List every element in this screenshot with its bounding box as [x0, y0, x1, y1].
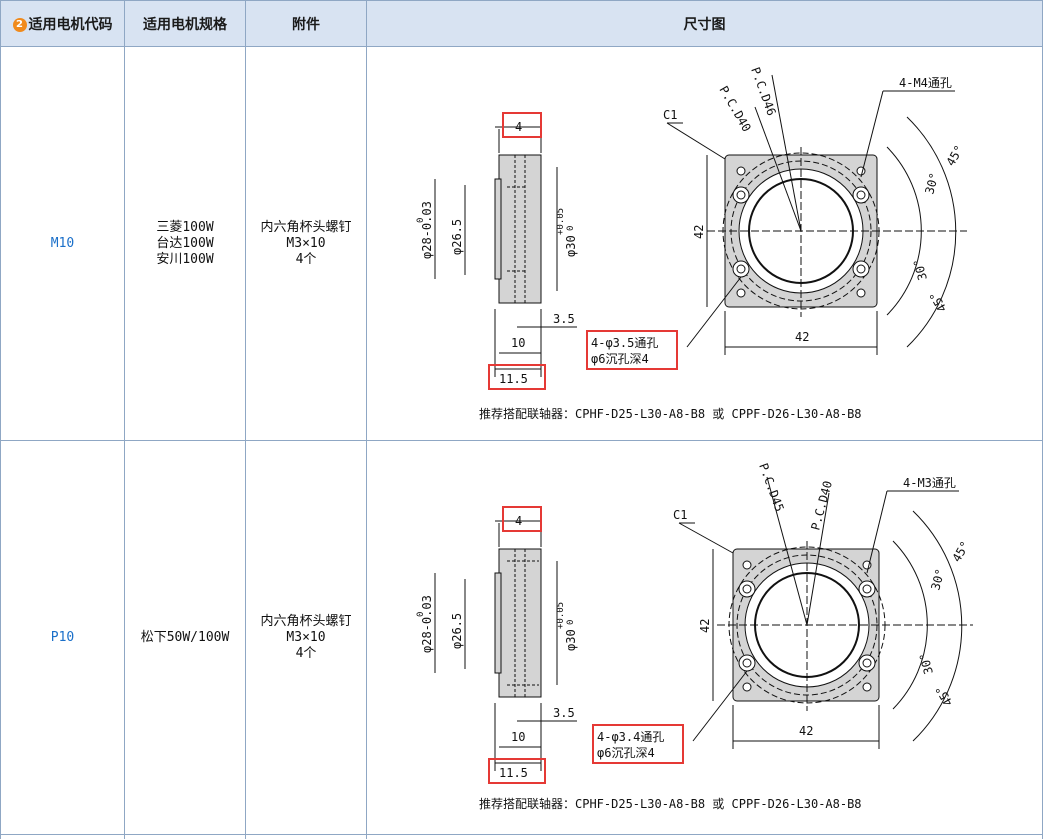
flange-boss: [494, 178, 502, 280]
dim-length: 11.5: [499, 372, 528, 386]
hole-note-2: φ6沉孔深4: [597, 746, 655, 760]
dim-10: 10: [511, 730, 525, 744]
motor-spec: 松下50W/100W: [124, 440, 246, 835]
dim-d30-tol-top: +0.05: [556, 602, 566, 629]
dim-3-5: 3.5: [553, 312, 575, 326]
highlight-length: [488, 758, 546, 784]
accessory: 内六角杯头螺钉 M3×10 4个: [245, 440, 367, 835]
header-accessory: 附件: [245, 0, 367, 47]
dim-d28: φ28-0.03: [420, 595, 434, 653]
angle-45-bot: 45°: [933, 683, 956, 709]
drawing-svg-2: 4 11.5 10 3.5 φ28-0.03 0 φ26.5 φ30 +0.05…: [416, 461, 973, 784]
dim-width: 42: [799, 724, 813, 738]
dim-d28-tol: 0: [416, 218, 426, 223]
dim-d30-tol-top: +0.05: [556, 208, 566, 235]
dim-height: 42: [698, 619, 712, 633]
dim-10: 10: [511, 336, 525, 350]
angle-45-top: 45°: [949, 539, 972, 565]
motor-spec: 三菱100W 台达100W 安川100W: [124, 46, 246, 441]
table-row: M10 三菱100W 台达100W 安川100W 内六角杯头螺钉 M3×10 4…: [0, 46, 1043, 441]
header-drawing: 尺寸图: [366, 0, 1043, 47]
highlight-hole-note: [586, 330, 678, 370]
angle-30-top: 30°: [928, 567, 947, 592]
angle-45-top: 45°: [943, 143, 966, 169]
hole-note-1: 4-φ3.5通孔: [591, 336, 658, 350]
tap-label: 4-M4通孔: [899, 76, 952, 90]
dim-d30-tol-bot: 0: [566, 620, 576, 625]
dim-d28-tol: 0: [416, 612, 426, 617]
hole-note-2: φ6沉孔深4: [591, 352, 649, 366]
dim-d30: φ30: [564, 629, 578, 651]
chamfer-label: C1: [673, 508, 687, 522]
highlight-length: [488, 364, 546, 390]
table-row-partial: [0, 834, 1043, 839]
chamfer-label: C1: [663, 108, 677, 122]
dim-width: 42: [795, 330, 809, 344]
pcd-b: P.C.D46: [748, 65, 778, 117]
dim-3-5: 3.5: [553, 706, 575, 720]
dim-d30-tol-bot: 0: [566, 226, 576, 231]
dim-d26: φ26.5: [450, 613, 464, 649]
flange-side-body: [498, 548, 542, 698]
pcd-b: P.C.D40: [808, 479, 835, 531]
accessory: 内六角杯头螺钉 M3×10 4个: [245, 46, 367, 441]
pcd-a: P.C.D40: [716, 84, 753, 135]
angle-30-bot: 30°: [917, 651, 936, 676]
angle-45-bot: 45°: [927, 289, 950, 315]
highlight-thickness: [502, 506, 542, 532]
header-spec: 适用电机规格: [124, 0, 246, 47]
flange-side-body: [498, 154, 542, 304]
dim-d30: φ30: [564, 235, 578, 257]
table-row: P10 松下50W/100W 内六角杯头螺钉 M3×10 4个: [0, 440, 1043, 835]
pcd-a: P.C.D45: [756, 461, 786, 513]
dimension-drawing: 4 11.5 10 3.5 φ28-0.03 0 φ26.5 φ30 +0.05…: [366, 46, 1043, 441]
dim-thickness: 4: [515, 514, 522, 528]
highlight-hole-note: [592, 724, 684, 764]
dim-d28: φ28-0.03: [420, 201, 434, 259]
dimension-drawing: 4 11.5 10 3.5 φ28-0.03 0 φ26.5 φ30 +0.05…: [366, 440, 1043, 835]
dim-height: 42: [692, 225, 706, 239]
tap-label: 4-M3通孔: [903, 476, 956, 490]
dim-d26: φ26.5: [450, 219, 464, 255]
step-badge: 2: [12, 17, 27, 32]
flange-boss: [494, 572, 502, 674]
drawing-svg-1: 4 11.5 10 3.5 φ28-0.03 0 φ26.5 φ30 +0.05…: [416, 65, 967, 390]
angle-30-top: 30°: [922, 171, 941, 196]
highlight-thickness: [502, 112, 542, 138]
dim-length: 11.5: [499, 766, 528, 780]
angle-30-bot: 30°: [911, 257, 930, 282]
motor-code: P10: [0, 440, 125, 835]
hole-note-1: 4-φ3.4通孔: [597, 730, 664, 744]
dim-thickness: 4: [515, 120, 522, 134]
motor-code: M10: [0, 46, 125, 441]
